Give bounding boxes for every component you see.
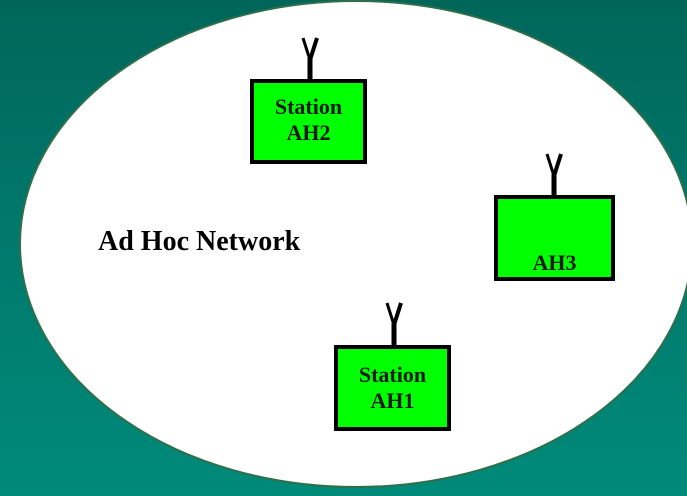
network-area xyxy=(19,0,687,488)
station-ah2-line1: Station xyxy=(274,94,343,119)
station-box xyxy=(250,79,367,164)
antenna-icon xyxy=(385,302,403,345)
station-ah2-line2: AH2 xyxy=(286,120,331,145)
station-ah3 xyxy=(494,153,615,281)
station-ah3-label: AH3 xyxy=(498,250,611,276)
antenna-icon xyxy=(545,153,563,196)
station-box xyxy=(334,345,451,431)
station-ah1-line1: Station xyxy=(358,362,427,387)
station-ah1-line2: AH1 xyxy=(370,388,415,413)
station-ah2-label: Station AH2 xyxy=(254,94,363,146)
station-ah3-line2: AH3 xyxy=(532,250,577,275)
network-label: Ad Hoc Network xyxy=(98,226,301,257)
antenna-icon xyxy=(301,37,319,80)
station-ah2 xyxy=(250,37,367,164)
station-ah1-label: Station AH1 xyxy=(338,362,447,414)
station-box xyxy=(494,195,615,281)
station-ah1 xyxy=(334,302,451,431)
